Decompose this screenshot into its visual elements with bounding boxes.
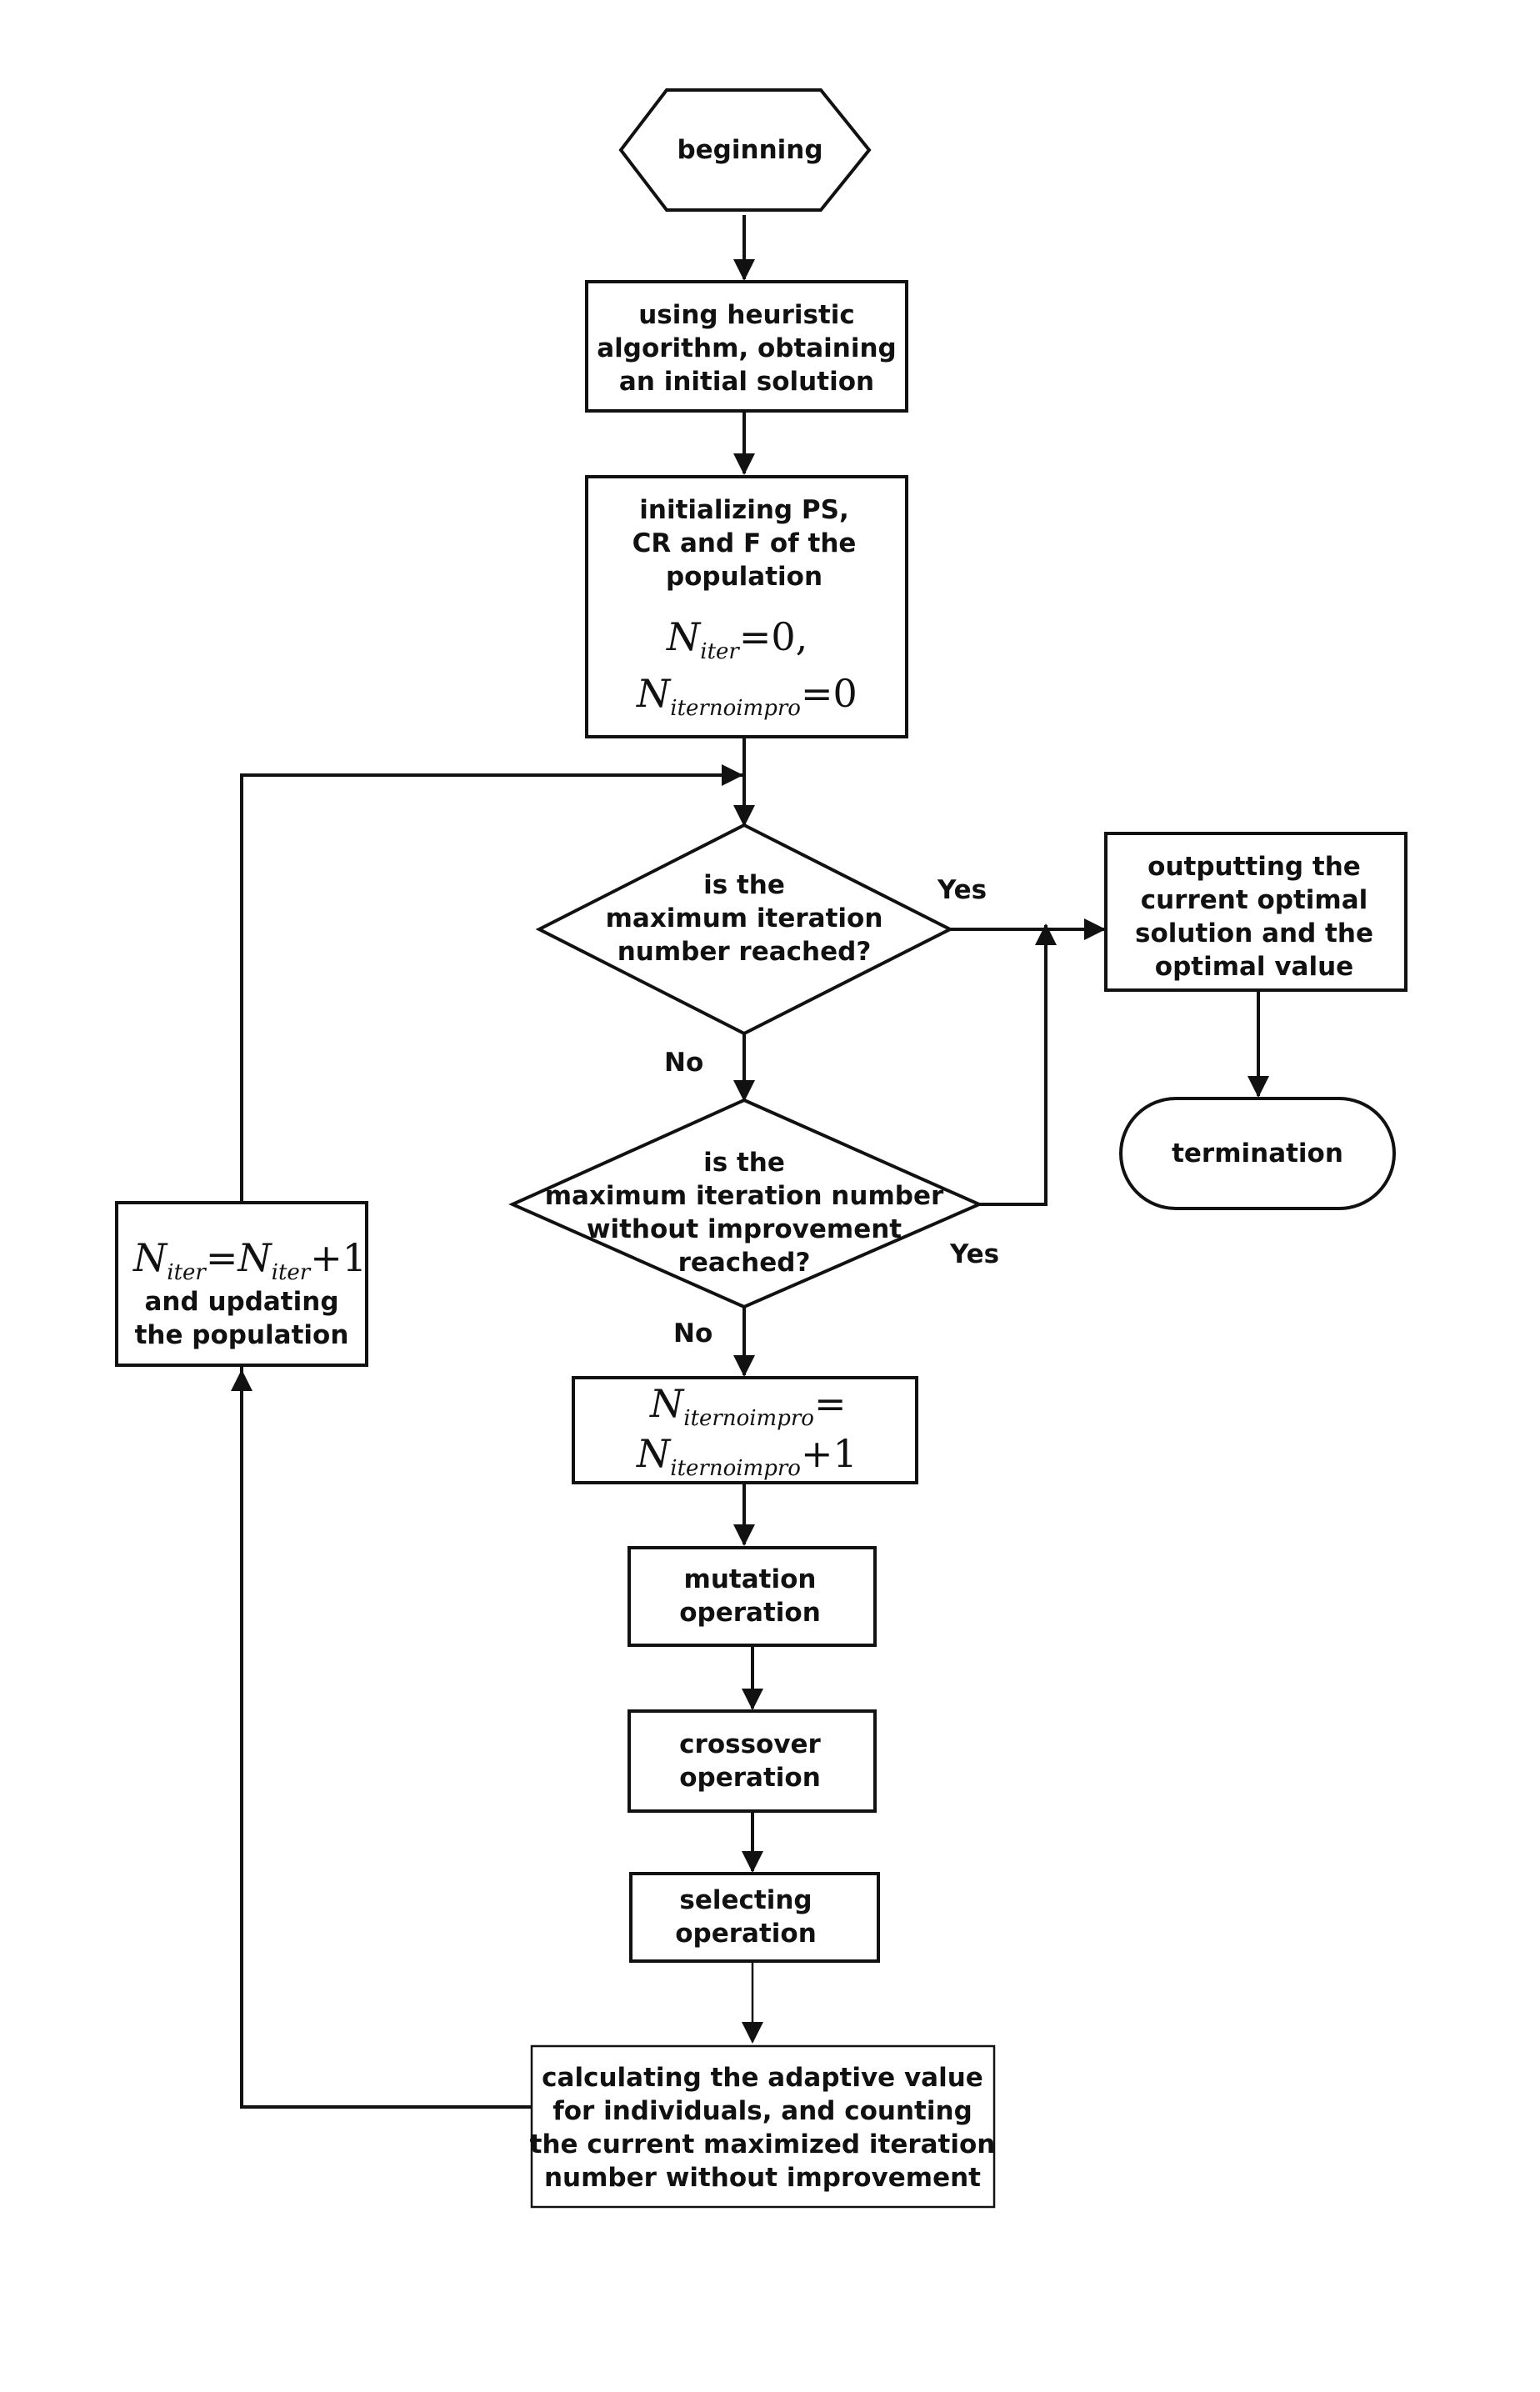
crossover-label-line-1: crossover	[679, 1729, 821, 1759]
selecting-label-line-2: operation	[675, 1919, 817, 1949]
heuristic-label-line-1: using heuristic	[638, 300, 855, 330]
output-label-line-1: outputting the	[1148, 852, 1361, 882]
beginning-node: beginning	[621, 90, 869, 210]
update-label-line-1: and updating	[144, 1287, 338, 1317]
line-yes2-to-output	[979, 929, 1046, 1204]
mutation-label-line-2: operation	[679, 1598, 821, 1628]
update-label-line-2: the population	[135, 1320, 349, 1350]
update-population-node: Niter=Niter+1 and updating the populatio…	[117, 1203, 367, 1365]
termination-node: termination	[1121, 1098, 1394, 1209]
edge-label-no-2: No	[673, 1319, 712, 1349]
decision1-label-line-2: maximum iteration	[606, 903, 883, 933]
decision1-label-line-3: number reached?	[618, 937, 872, 967]
initialize-label-line-2: CR and F of the	[632, 528, 857, 558]
increment-noimpro-node: Niternoimpro= Niternoimpro+1	[573, 1378, 917, 1483]
mutation-node: mutation operation	[629, 1548, 875, 1645]
beginning-label: beginning	[677, 135, 822, 165]
selecting-node: selecting operation	[631, 1874, 878, 1961]
decision2-label-line-2: maximum iteration number	[545, 1181, 944, 1211]
heuristic-label-line-3: an initial solution	[619, 367, 874, 397]
output-node: outputting the current optimal solution …	[1106, 833, 1406, 990]
calculating-label-line-2: for individuals, and counting	[552, 2096, 972, 2126]
crossover-node: crossover operation	[629, 1711, 875, 1811]
calculating-label-line-3: the current maximized iteration	[530, 2129, 996, 2159]
heuristic-node: using heuristic algorithm, obtaining an …	[587, 282, 907, 411]
output-label-line-3: solution and the	[1135, 918, 1373, 948]
mutation-label-line-1: mutation	[684, 1564, 817, 1594]
edge-label-no-1: No	[664, 1048, 703, 1078]
calculating-node: calculating the adaptive value for indiv…	[530, 2046, 996, 2207]
output-label-line-2: current optimal	[1141, 885, 1368, 915]
decision-max-iteration: is the maximum iteration number reached?	[539, 825, 950, 1033]
edge-label-yes-2: Yes	[949, 1239, 999, 1269]
decision1-label-line-1: is the	[703, 870, 785, 900]
decision-no-improvement: is the maximum iteration number without …	[512, 1100, 979, 1307]
initialize-label-line-1: initializing PS,	[639, 495, 848, 525]
output-label-line-4: optimal value	[1155, 952, 1353, 982]
initialize-node: initializing PS, CR and F of the populat…	[587, 477, 907, 737]
selecting-label-line-1: selecting	[679, 1885, 812, 1915]
calculating-label-line-4: number without improvement	[544, 2163, 981, 2193]
decision2-label-line-1: is the	[703, 1148, 785, 1178]
heuristic-label-line-2: algorithm, obtaining	[597, 333, 897, 363]
initialize-label-line-3: population	[666, 562, 822, 592]
crossover-label-line-2: operation	[679, 1763, 821, 1793]
edge-label-yes-1: Yes	[937, 875, 987, 905]
decision2-label-line-3: without improvement	[587, 1214, 902, 1244]
termination-label: termination	[1172, 1138, 1343, 1168]
decision2-label-line-4: reached?	[678, 1248, 811, 1278]
calculating-label-line-1: calculating the adaptive value	[542, 2063, 983, 2093]
